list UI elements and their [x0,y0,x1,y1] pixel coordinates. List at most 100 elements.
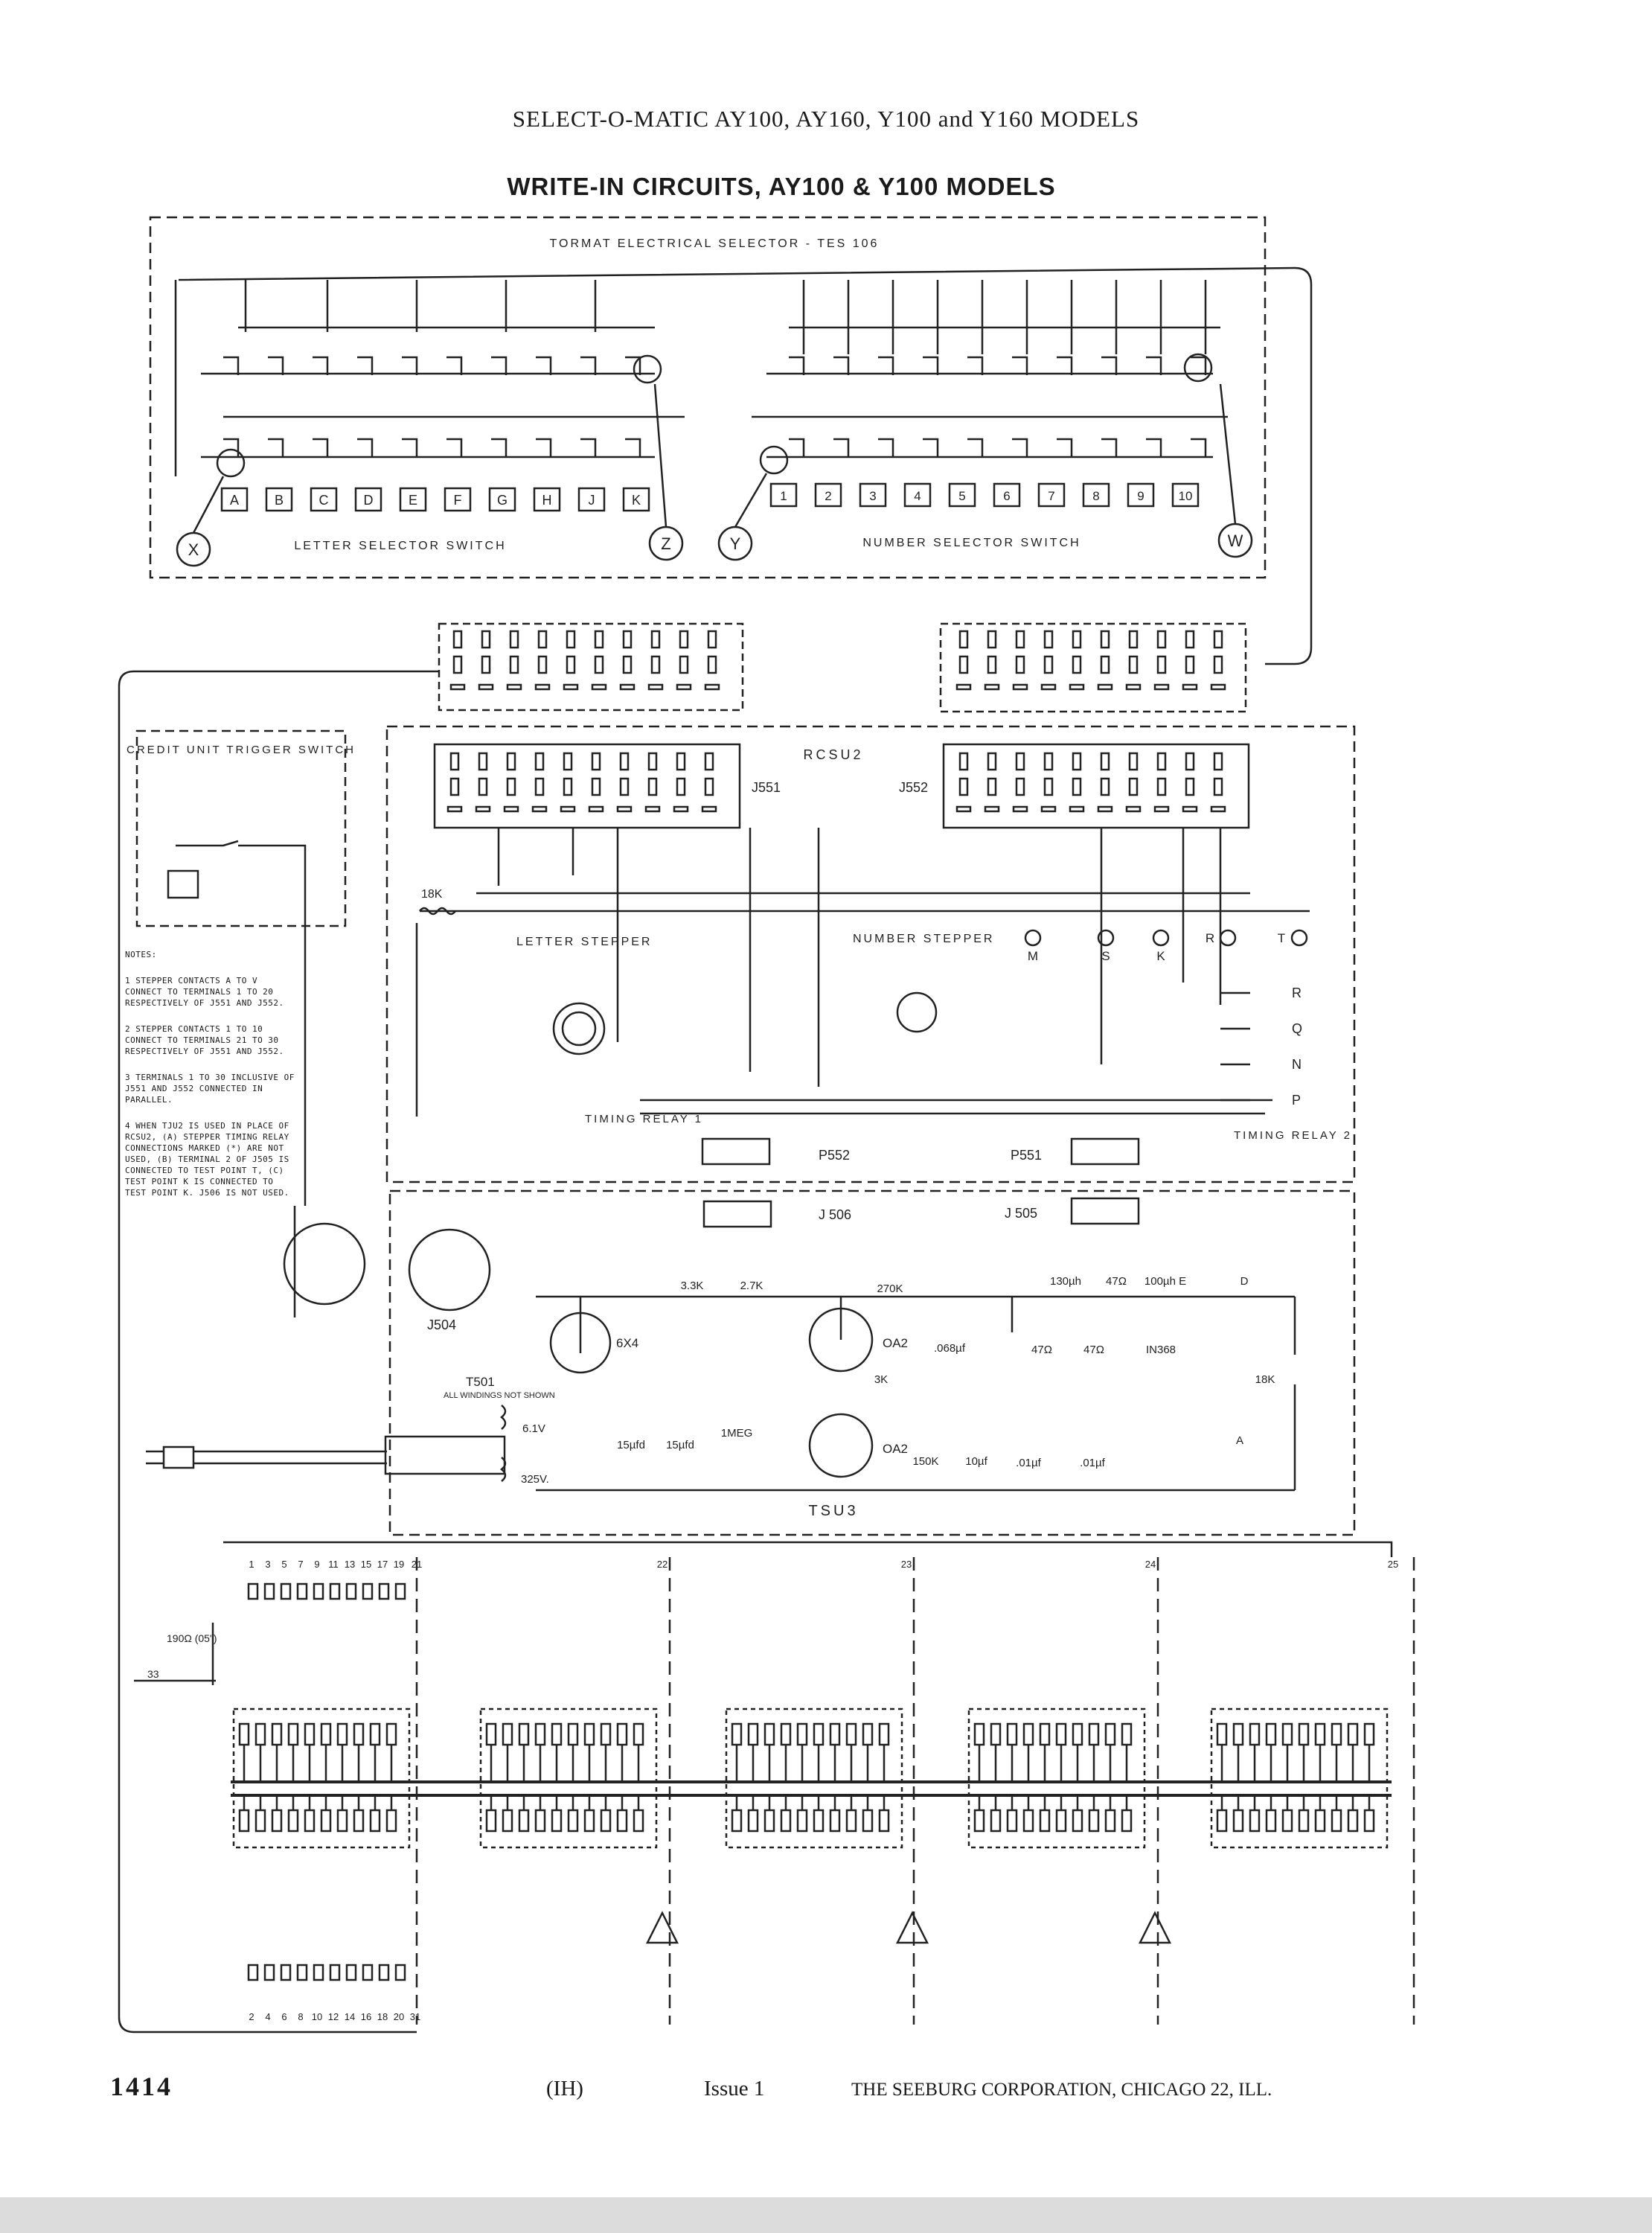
connector-pin [509,630,519,649]
connector-pin-flat [534,683,551,691]
connector-pin-flat [1125,805,1142,813]
point-w: W [1217,523,1253,558]
tsu-component-label: 15µfd [617,1439,645,1451]
connector-pin-flat [984,805,1000,813]
p552-block [701,1137,771,1166]
connector-pin-flat [563,683,579,691]
matrix-contact-lower [254,1809,266,1833]
matrix-group-1 [232,1708,411,1849]
matrix-contact-upper [990,1722,1002,1746]
matrix-contact-lower [780,1809,792,1833]
matrix-contact-lower [518,1809,530,1833]
point-z-label: Z [661,534,670,553]
matrix-bottom-label: 6 [281,2011,286,2022]
matrix-contact-upper [633,1722,644,1746]
connector-pin [619,752,630,771]
connector-pin [1072,630,1082,649]
j506-label: J 506 [819,1207,851,1222]
tsu-component-label: .01µf [1016,1457,1041,1469]
test-point-label: M [1028,949,1038,963]
letter-box-J [577,487,606,512]
connector-pin-flat [531,805,548,813]
matrix-top-label: 19 [394,1559,404,1570]
matrix-bottom-label: 4 [265,2011,270,2022]
matrix-contact-upper [385,1722,397,1746]
notes-title: NOTES: [125,950,157,959]
matrix-top-label: 17 [377,1559,388,1570]
matrix-contact-lower [1022,1809,1034,1833]
letter-box-label: F [454,493,462,508]
connector-pin [1100,655,1110,674]
letter-box-label: C [319,493,329,508]
test-point-S [1097,929,1115,947]
matrix-area [134,1541,1415,2025]
matrix-bottom-label: 12 [328,2011,339,2022]
number-box-9 [1127,482,1155,508]
tsu-component-label: D [1240,1275,1249,1288]
diagram-title: WRITE-IN CIRCUITS, AY100 & Y100 MODELS [507,173,1056,200]
number-box-label: 3 [869,489,876,503]
connector-pin [1072,655,1082,674]
footer-issue: Issue 1 [704,2077,765,2101]
credit-socket [283,1222,366,1306]
matrix-contact-lower [385,1809,397,1833]
connector-pin [987,752,997,771]
v325-label: 325V. [521,1473,549,1486]
rcsu2-box [385,725,1356,1183]
matrix-contact-lower [763,1809,775,1833]
letter-switch-label: LETTER SELECTOR SWITCH [294,540,506,552]
matrix-top-label: 5 [281,1559,286,1570]
matrix-top-label: 15 [361,1559,371,1570]
matrix-bottom-label: 2 [249,2011,254,2022]
connector-pin-flat [673,805,689,813]
matrix-contact-upper [1039,1722,1051,1746]
matrix-contact-lower [369,1809,381,1833]
tsu-wiring [536,1295,1296,1492]
connector-pin [707,630,717,649]
letter-box-B [265,487,293,512]
matrix-top-label: 13 [345,1559,355,1570]
tube-6x4 [549,1312,612,1374]
matrix-contact-upper [336,1722,348,1746]
matrix-contact-upper [862,1722,874,1746]
connector-pin-flat [955,805,972,813]
tsu3-box [388,1189,1356,1536]
credit-unit-label: CREDIT UNIT TRIGGER SWITCH [127,744,356,756]
matrix-group-4 [967,1708,1146,1849]
note-3: 3 TERMINALS 1 TO 30 INCLUSIVE OF J551 AN… [125,1073,295,1105]
notes: NOTES: 1 STEPPER CONTACTS A TO V CONNECT… [125,949,296,1213]
matrix-contact-upper [287,1722,299,1746]
test-point-K [1152,929,1170,947]
note-2: 2 STEPPER CONTACTS 1 TO 10 CONNECT TO TE… [125,1024,284,1056]
connector-pin [676,777,686,796]
matrix-contact-upper [583,1722,595,1746]
connector-pin-flat [955,683,972,691]
connector-pin [594,630,604,649]
matrix-contact-lower [1363,1809,1375,1833]
connector-pin [1185,630,1195,649]
letter-box-label: E [409,493,417,508]
connector-pin-flat [647,683,664,691]
letter-stepper-label: LETTER STEPPER [516,936,652,948]
test-point-T [1290,929,1308,947]
test-point-label: R [1206,931,1214,945]
connector-block-left [438,622,744,712]
letter-switch-ladder [223,280,641,457]
tsu-component-label: .01µf [1080,1457,1105,1469]
footer-code: (IH) [546,2077,583,2101]
matrix-contact-lower [1347,1809,1359,1833]
test-point-R [1219,929,1237,947]
matrix-contact-upper [1347,1722,1359,1746]
connector-block-right [939,622,1247,713]
connector-pin [1128,630,1139,649]
matrix-bottom-label: 20 [394,2011,404,2022]
selector-loop-wire [178,266,1313,665]
credit-coil [167,869,199,899]
j552-pins [955,752,1226,813]
connector-pin [537,630,548,649]
number-box-label: 8 [1092,489,1099,503]
number-stepper-label: NUMBER STEPPER [853,933,994,945]
tsu-component-label: 100µh E [1144,1275,1186,1288]
matrix-contact-upper [1363,1722,1375,1746]
test-point-label: T [1278,931,1285,945]
